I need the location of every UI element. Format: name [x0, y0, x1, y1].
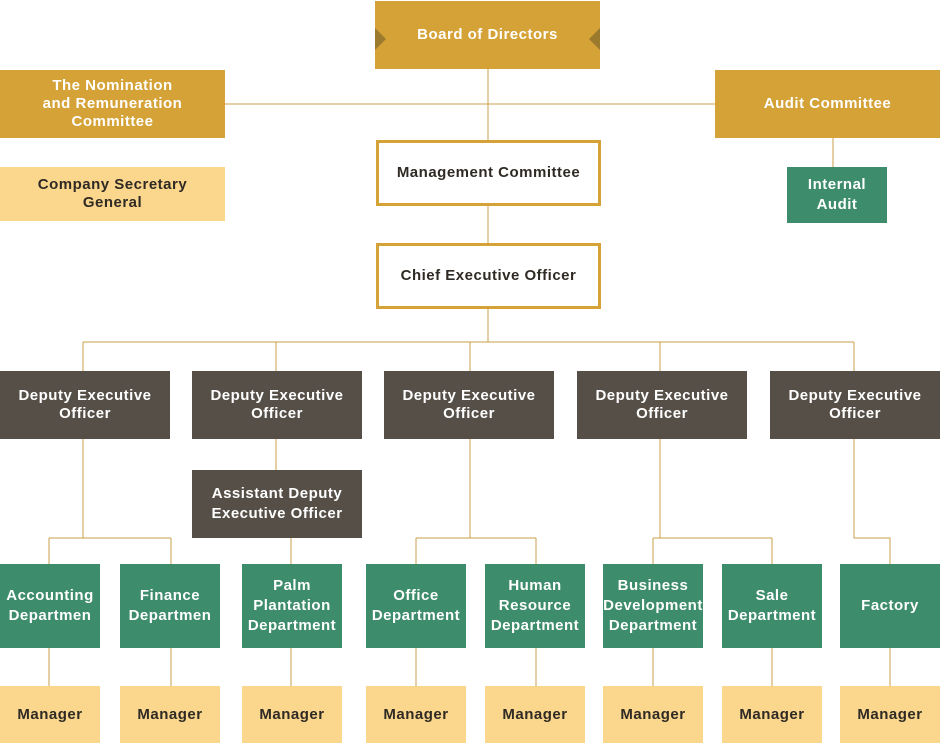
- internal-audit-label: Internal Audit: [807, 176, 867, 213]
- department-box: Accounting Departmen: [0, 564, 100, 648]
- audit-committee-box: Audit Committee: [715, 70, 940, 138]
- connector: [853, 439, 891, 564]
- department-box: Factory: [840, 564, 940, 648]
- ceo-box: Chief Executive Officer: [376, 243, 601, 309]
- manager-label: Manager: [259, 705, 325, 723]
- management-committee-box: Management Committee: [376, 140, 601, 206]
- deputy-officer-label: Deputy Executive Officer: [402, 387, 536, 422]
- department-label: Business Development Department: [603, 577, 703, 634]
- department-label: Accounting Departmen: [6, 587, 94, 624]
- manager-label: Manager: [383, 705, 449, 723]
- department-label: Factory: [861, 597, 919, 614]
- department-box: Finance Departmen: [120, 564, 220, 648]
- department-label: Sale Department: [727, 587, 817, 624]
- department-box: Office Department: [366, 564, 466, 648]
- ceo-label: Chief Executive Officer: [400, 267, 577, 284]
- board-of-directors-label: Board of Directors: [417, 26, 558, 43]
- company-secretary-label: Company Secretary General: [37, 176, 188, 211]
- assistant-deputy-box: Assistant Deputy Executive Officer: [192, 470, 362, 538]
- department-label: Human Resource Department: [490, 577, 580, 634]
- notch-right-icon: [589, 28, 600, 50]
- department-box: Palm Plantation Department: [242, 564, 342, 648]
- deputy-officer-label: Deputy Executive Officer: [18, 387, 152, 422]
- department-label: Finance Departmen: [128, 587, 212, 624]
- deputy-officer-box: Deputy Executive Officer: [0, 371, 170, 439]
- manager-label: Manager: [137, 705, 203, 723]
- deputy-officer-label: Deputy Executive Officer: [210, 387, 344, 422]
- audit-committee-label: Audit Committee: [763, 95, 892, 112]
- department-label: Palm Plantation Department: [247, 577, 337, 634]
- board-of-directors-box: Board of Directors: [375, 1, 600, 69]
- notch-left-icon: [375, 28, 386, 50]
- department-box: Sale Department: [722, 564, 822, 648]
- nomination-committee-label: The Nomination and Remuneration Committe…: [42, 77, 183, 130]
- manager-box: Manager: [485, 686, 585, 743]
- internal-audit-box: Internal Audit: [787, 167, 887, 223]
- manager-box: Manager: [120, 686, 220, 743]
- manager-box: Manager: [242, 686, 342, 743]
- deputy-officer-label: Deputy Executive Officer: [595, 387, 729, 422]
- manager-label: Manager: [620, 705, 686, 723]
- department-label: Office Department: [371, 587, 461, 624]
- department-box: Human Resource Department: [485, 564, 585, 648]
- manager-label: Manager: [739, 705, 805, 723]
- nomination-committee-box: The Nomination and Remuneration Committe…: [0, 70, 225, 138]
- deputy-officer-label: Deputy Executive Officer: [788, 387, 922, 422]
- assistant-deputy-label: Assistant Deputy Executive Officer: [211, 485, 343, 522]
- management-committee-label: Management Committee: [396, 164, 581, 181]
- deputy-officer-box: Deputy Executive Officer: [577, 371, 747, 439]
- deputy-officer-box: Deputy Executive Officer: [384, 371, 554, 439]
- manager-box: Manager: [603, 686, 703, 743]
- manager-label: Manager: [857, 705, 923, 723]
- manager-box: Manager: [0, 686, 100, 743]
- company-secretary-box: Company Secretary General: [0, 167, 225, 221]
- department-box: Business Development Department: [603, 564, 703, 648]
- manager-box: Manager: [722, 686, 822, 743]
- deputy-officer-box: Deputy Executive Officer: [192, 371, 362, 439]
- manager-box: Manager: [840, 686, 940, 743]
- manager-box: Manager: [366, 686, 466, 743]
- manager-label: Manager: [502, 705, 568, 723]
- deputy-officer-box: Deputy Executive Officer: [770, 371, 940, 439]
- manager-label: Manager: [17, 705, 83, 723]
